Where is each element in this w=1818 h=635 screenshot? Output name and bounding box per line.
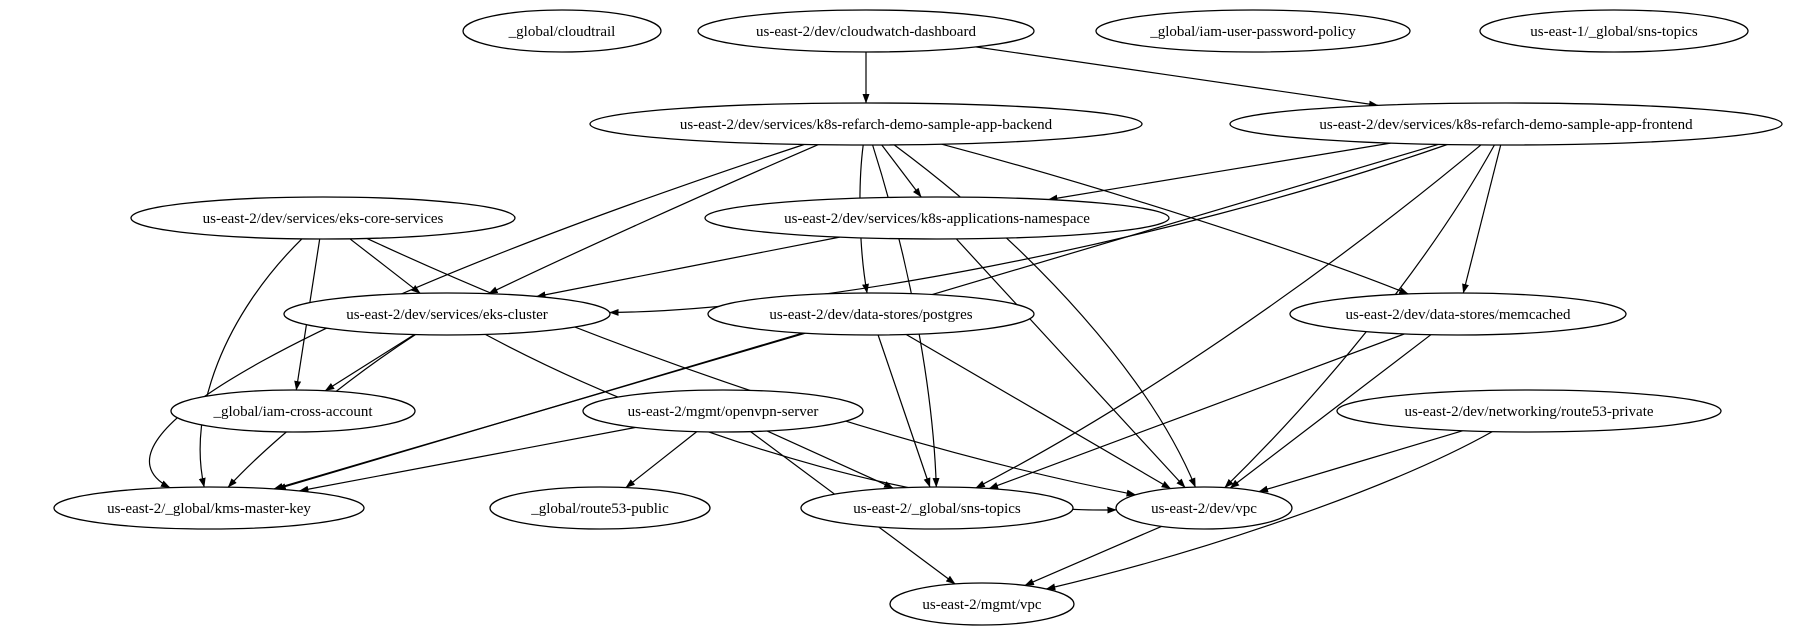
node-eks-core-services: us-east-2/dev/services/eks-core-services bbox=[130, 196, 516, 240]
edge-k8s-frontend--k8s-namespace bbox=[1048, 142, 1391, 202]
node-label: us-east-2/dev/vpc bbox=[1151, 501, 1257, 517]
edge-postgres--dev-vpc bbox=[905, 333, 1172, 490]
node-label: us-east-2/dev/networking/route53-private bbox=[1404, 404, 1653, 420]
edge-eks-core-services--kms-master-key bbox=[198, 238, 303, 488]
node-label: us-east-2/_global/kms-master-key bbox=[107, 501, 311, 517]
edge-openvpn-server--sns-topics-2 bbox=[766, 430, 894, 489]
node-cloudtrail: _global/cloudtrail bbox=[462, 9, 662, 53]
nodes-layer: _global/cloudtrail us-east-2/dev/cloudwat… bbox=[53, 9, 1783, 626]
node-ellipse bbox=[53, 486, 365, 530]
node-label: us-east-2/dev/services/k8s-refarch-demo-… bbox=[680, 117, 1053, 133]
node-label: us-east-2/dev/services/k8s-applications-… bbox=[784, 211, 1090, 227]
edge-openvpn-server--route53-public bbox=[625, 431, 698, 489]
node-ellipse bbox=[1095, 9, 1411, 53]
edge-route53-private--mgmt-vpc bbox=[1045, 431, 1493, 591]
node-label: _global/iam-cross-account bbox=[212, 404, 373, 420]
node-eks-cluster: us-east-2/dev/services/eks-cluster bbox=[283, 292, 611, 336]
edge-postgres--kms-master-key bbox=[273, 332, 806, 490]
node-memcached: us-east-2/dev/data-stores/memcached bbox=[1289, 292, 1627, 336]
node-ellipse bbox=[707, 292, 1035, 336]
edge-k8s-backend--k8s-namespace bbox=[881, 144, 922, 198]
node-route53-public: _global/route53-public bbox=[489, 486, 711, 530]
node-ellipse bbox=[1479, 9, 1749, 53]
node-ellipse bbox=[800, 486, 1074, 530]
node-label: us-east-2/dev/services/eks-cluster bbox=[346, 307, 548, 323]
node-dev-vpc: us-east-2/dev/vpc bbox=[1115, 486, 1293, 530]
node-ellipse bbox=[704, 196, 1170, 240]
node-k8s-namespace: us-east-2/dev/services/k8s-applications-… bbox=[704, 196, 1170, 240]
node-ellipse bbox=[1229, 102, 1783, 146]
edge-dev-vpc--mgmt-vpc bbox=[1024, 525, 1162, 586]
node-iam-cross-account: _global/iam-cross-account bbox=[170, 389, 416, 433]
node-ellipse bbox=[462, 9, 662, 53]
node-label: _global/route53-public bbox=[530, 501, 669, 517]
node-label: us-east-2/dev/services/eks-core-services bbox=[203, 211, 444, 227]
edge-cloudwatch-dashboard--k8s-frontend bbox=[975, 46, 1379, 108]
node-sns-topics-2: us-east-2/_global/sns-topics bbox=[800, 486, 1074, 530]
edge-k8s-backend--memcached bbox=[941, 143, 1409, 295]
node-kms-master-key: us-east-2/_global/kms-master-key bbox=[53, 486, 365, 530]
node-label: us-east-2/dev/data-stores/postgres bbox=[769, 307, 972, 323]
node-ellipse bbox=[489, 486, 711, 530]
node-ellipse bbox=[1289, 292, 1627, 336]
edge-memcached--dev-vpc bbox=[1229, 334, 1432, 489]
node-iam-user-password-policy: _global/iam-user-password-policy bbox=[1095, 9, 1411, 53]
node-label: us-east-2/mgmt/vpc bbox=[922, 597, 1041, 613]
node-ellipse bbox=[889, 582, 1075, 626]
node-route53-private: us-east-2/dev/networking/route53-private bbox=[1336, 389, 1722, 433]
node-ellipse bbox=[283, 292, 611, 336]
node-ellipse bbox=[1336, 389, 1722, 433]
node-ellipse bbox=[170, 389, 416, 433]
edge-k8s-namespace--dev-vpc bbox=[955, 238, 1186, 488]
edge-memcached--sns-topics-2 bbox=[988, 333, 1405, 490]
node-ellipse bbox=[130, 196, 516, 240]
node-label: us-east-2/_global/sns-topics bbox=[853, 501, 1021, 517]
node-ellipse bbox=[589, 102, 1143, 146]
edge-route53-private--dev-vpc bbox=[1258, 430, 1464, 493]
node-ellipse bbox=[697, 9, 1035, 53]
node-k8s-backend: us-east-2/dev/services/k8s-refarch-demo-… bbox=[589, 102, 1143, 146]
edge-k8s-frontend--sns-topics-2 bbox=[975, 144, 1482, 489]
edge-postgres--sns-topics-2 bbox=[877, 334, 931, 488]
node-ellipse bbox=[1115, 486, 1293, 530]
node-label: us-east-2/mgmt/openvpn-server bbox=[628, 404, 819, 420]
node-ellipse bbox=[582, 389, 864, 433]
edge-k8s-backend--kms-master-key bbox=[149, 143, 805, 489]
edge-k8s-backend--dev-vpc bbox=[893, 144, 1196, 488]
node-label: us-east-2/dev/data-stores/memcached bbox=[1346, 307, 1571, 323]
edge-k8s-backend--eks-cluster bbox=[488, 144, 819, 295]
edge-eks-core-services--eks-cluster bbox=[349, 238, 421, 294]
node-label: us-east-2/dev/cloudwatch-dashboard bbox=[756, 24, 976, 40]
edge-k8s-frontend--memcached bbox=[1462, 144, 1502, 294]
node-openvpn-server: us-east-2/mgmt/openvpn-server bbox=[582, 389, 864, 433]
edge-eks-cluster--iam-cross-account bbox=[324, 334, 415, 392]
node-label: us-east-1/_global/sns-topics bbox=[1530, 24, 1698, 40]
node-sns-topics-1: us-east-1/_global/sns-topics bbox=[1479, 9, 1749, 53]
node-label: us-east-2/dev/services/k8s-refarch-demo-… bbox=[1319, 117, 1693, 133]
edge-k8s-frontend--eks-cluster bbox=[609, 143, 1448, 316]
node-label: _global/cloudtrail bbox=[508, 24, 616, 40]
node-cloudwatch-dashboard: us-east-2/dev/cloudwatch-dashboard bbox=[697, 9, 1035, 53]
node-mgmt-vpc: us-east-2/mgmt/vpc bbox=[889, 582, 1075, 626]
node-k8s-frontend: us-east-2/dev/services/k8s-refarch-demo-… bbox=[1229, 102, 1783, 146]
edge-k8s-namespace--eks-cluster bbox=[536, 236, 840, 299]
node-label: _global/iam-user-password-policy bbox=[1149, 24, 1356, 40]
node-postgres: us-east-2/dev/data-stores/postgres bbox=[707, 292, 1035, 336]
edge-openvpn-server--kms-master-key bbox=[298, 426, 637, 493]
